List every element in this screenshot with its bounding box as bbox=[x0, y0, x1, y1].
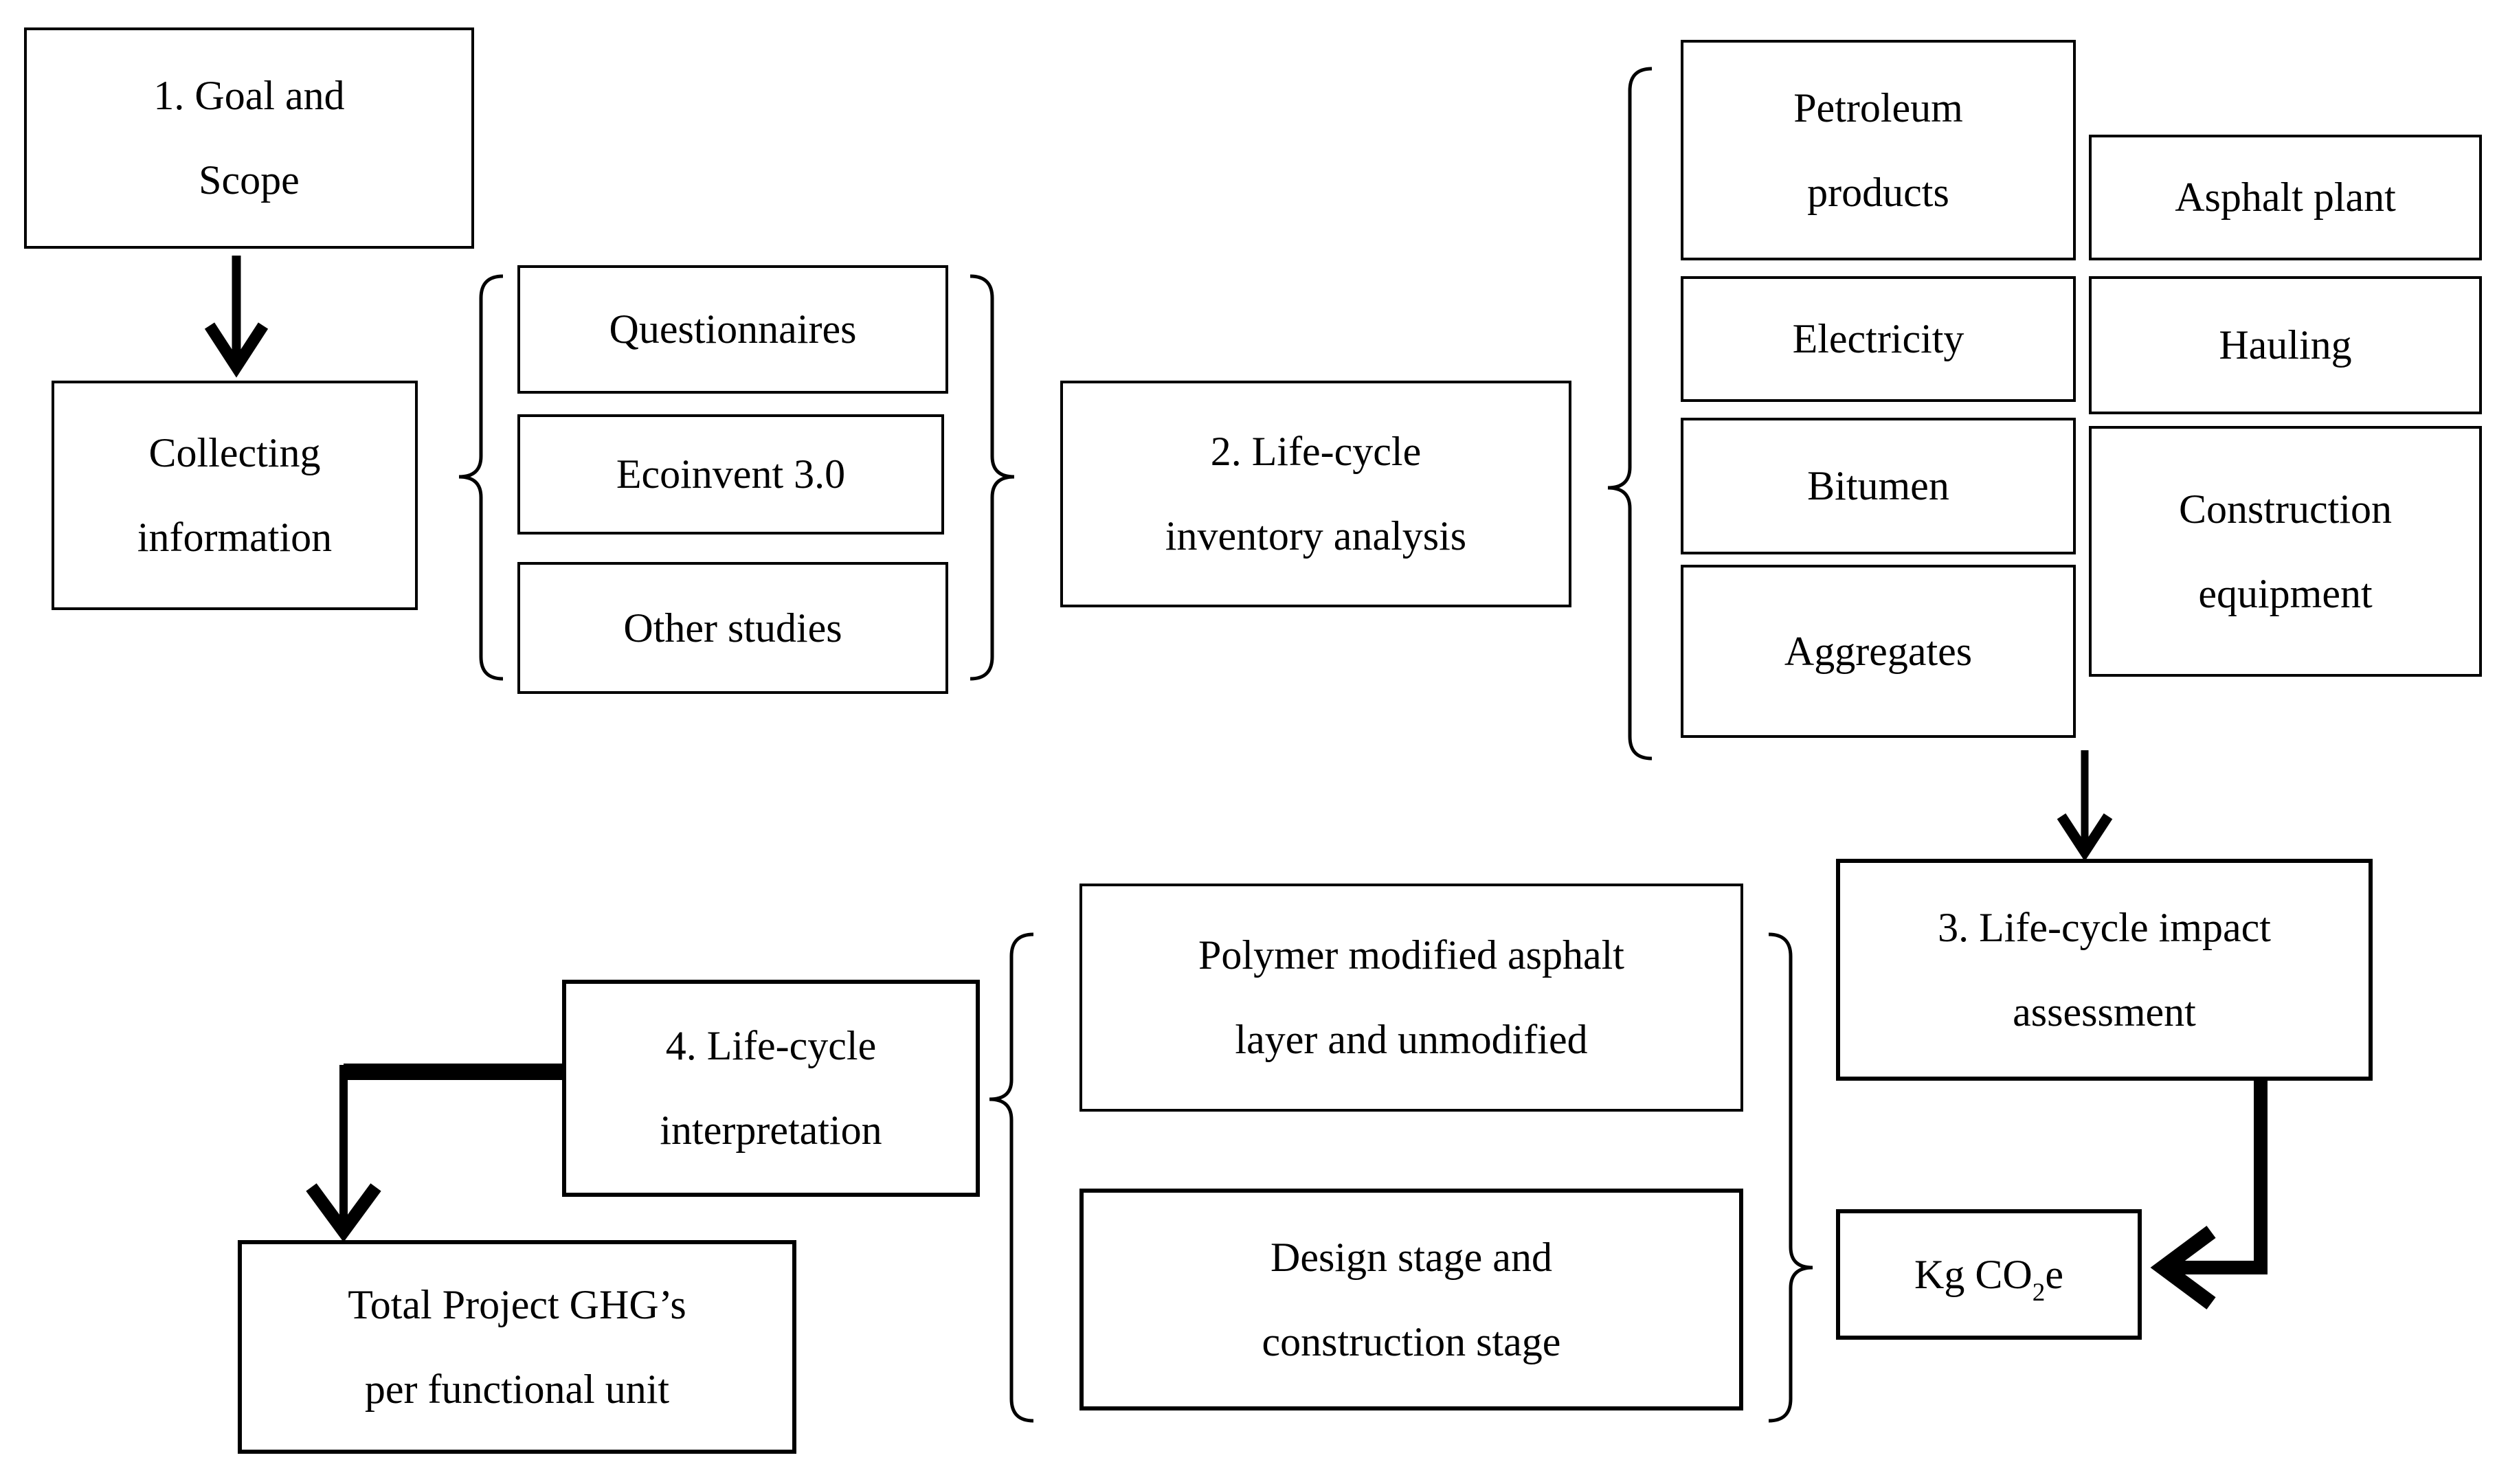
box-electricity: Electricity bbox=[1681, 276, 2076, 402]
box-text: Asphalt plant bbox=[2175, 175, 2396, 220]
kg-co2e-suffix: e bbox=[2045, 1251, 2063, 1297]
box-text: products bbox=[1807, 169, 1949, 215]
arrow-goal-to-collecting-icon bbox=[204, 256, 269, 378]
box-other-studies: Other studies bbox=[517, 562, 948, 694]
box-text: Collecting bbox=[148, 430, 321, 475]
box-text: Polymer modified asphalt bbox=[1198, 932, 1624, 978]
arrow-impact-to-kgco2e-icon bbox=[2150, 1080, 2268, 1309]
box-text: construction stage bbox=[1262, 1318, 1561, 1364]
box-text: Questionnaires bbox=[609, 306, 857, 352]
box-text: Petroleum bbox=[1793, 85, 1963, 131]
box-interpretation: 4. Life-cycle interpretation bbox=[562, 980, 980, 1197]
box-goal-and-scope: 1. Goal and Scope bbox=[24, 27, 474, 249]
box-bitumen: Bitumen bbox=[1681, 418, 2076, 554]
box-text: 3. Life-cycle impact bbox=[1938, 904, 2271, 950]
box-design-stage: Design stage and construction stage bbox=[1079, 1189, 1743, 1410]
box-ecoinvent: Ecoinvent 3.0 bbox=[517, 414, 944, 535]
brace-interpretation-scopes-icon bbox=[989, 932, 1034, 1423]
box-polymer-modified: Polymer modified asphalt layer and unmod… bbox=[1079, 884, 1743, 1112]
box-text: Construction bbox=[2179, 486, 2392, 532]
kg-co2e-prefix: Kg CO bbox=[1914, 1251, 2033, 1297]
box-text: Design stage and bbox=[1270, 1234, 1552, 1280]
box-text: 2. Life-cycle bbox=[1210, 429, 1422, 474]
box-questionnaires: Questionnaires bbox=[517, 265, 948, 394]
box-text: inventory analysis bbox=[1165, 513, 1467, 559]
arrow-inputs-to-impact-icon bbox=[2057, 750, 2113, 862]
box-total-ghg: Total Project GHG’s per functional unit bbox=[238, 1240, 796, 1454]
box-kg-co2e: Kg CO2e bbox=[1836, 1209, 2142, 1340]
box-aggregates: Aggregates bbox=[1681, 565, 2076, 738]
box-hauling: Hauling bbox=[2089, 276, 2482, 414]
box-text: Hauling bbox=[2219, 322, 2352, 368]
box-text: interpretation bbox=[660, 1108, 882, 1153]
brace-sources-to-inventory-icon bbox=[970, 274, 1015, 681]
brace-inventory-inputs-icon bbox=[1607, 67, 1653, 761]
box-text: 1. Goal and bbox=[153, 73, 345, 118]
box-impact-assessment: 3. Life-cycle impact assessment bbox=[1836, 859, 2373, 1081]
box-text: Aggregates bbox=[1784, 628, 1973, 674]
box-text: Electricity bbox=[1792, 316, 1964, 361]
box-inventory-analysis: 2. Life-cycle inventory analysis bbox=[1060, 381, 1571, 607]
box-collecting-information: Collecting information bbox=[52, 381, 418, 610]
box-text: Bitumen bbox=[1807, 463, 1949, 508]
box-construction-equipment: Construction equipment bbox=[2089, 426, 2482, 677]
brace-scopes-to-kgco2e-icon bbox=[1768, 932, 1813, 1423]
arrow-interpretation-to-total-icon bbox=[306, 1064, 565, 1243]
box-text: Other studies bbox=[623, 605, 842, 651]
box-text: information bbox=[137, 515, 333, 560]
box-asphalt-plant: Asphalt plant bbox=[2089, 135, 2482, 260]
kg-co2e-subscript: 2 bbox=[2032, 1278, 2046, 1307]
box-text: Total Project GHG’s bbox=[348, 1281, 686, 1327]
box-text: Scope bbox=[199, 157, 300, 203]
brace-collecting-sources-icon bbox=[458, 274, 504, 681]
box-text: equipment bbox=[2198, 570, 2373, 616]
box-text: assessment bbox=[2013, 989, 2196, 1035]
box-text: Kg CO2e bbox=[1914, 1233, 2063, 1317]
box-petroleum-products: Petroleum products bbox=[1681, 40, 2076, 260]
box-text: layer and unmodified bbox=[1235, 1017, 1588, 1062]
box-text: Ecoinvent 3.0 bbox=[616, 451, 846, 497]
box-text: per functional unit bbox=[364, 1366, 670, 1412]
box-text: 4. Life-cycle bbox=[665, 1023, 877, 1068]
